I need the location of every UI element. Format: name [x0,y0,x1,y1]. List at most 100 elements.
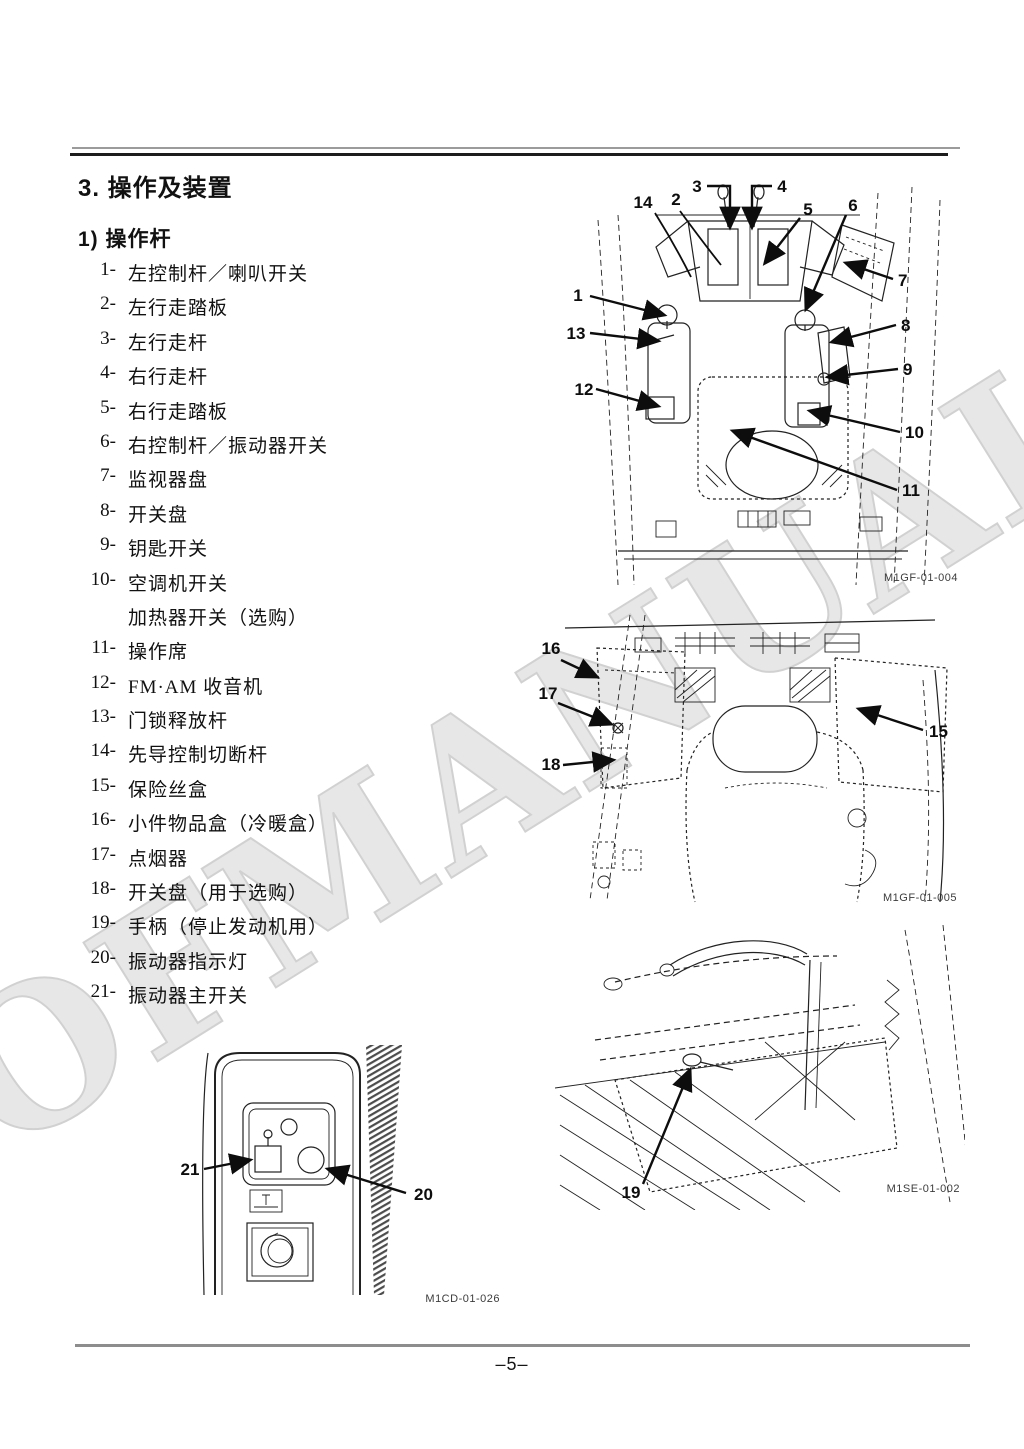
legend-item-number: 1- [100,259,116,280]
legend-item: 1- 左控制杆／喇叭开关 [66,259,486,293]
legend-item-label: 右控制杆／振动器开关 [128,435,329,457]
legend-item-number: 5- [100,396,116,418]
callout-1: 1 [573,286,582,305]
page-number: –5– [495,1354,529,1374]
legend-item-label: 小件物品盒（冷暖盒） [128,814,329,836]
legend-item-number: 15- [90,774,116,796]
callout-6: 6 [848,196,857,215]
legend-item-number: 4- [100,362,116,384]
section-title: 1) 操作杆 [78,228,172,251]
callout-20: 20 [414,1185,433,1204]
legend-item-number: 11- [91,637,116,659]
callout-18: 18 [542,755,561,774]
callout-9: 9 [903,360,912,379]
legend-item: 16- 小件物品盒（冷暖盒） [66,809,486,843]
legend-item: 17- 点烟器 [66,844,486,878]
legend-item-label: 加热器开关（选购） [128,607,309,629]
figure-cab-controls-diagram: 14 2 3 4 5 6 7 1 13 8 9 12 10 11 M1GF-01… [560,165,965,595]
legend-item-label: 左行走踏板 [128,298,229,320]
legend-item: 5- 右行走踏板 [66,397,486,431]
legend-item: 18- 开关盘（用于选购） [66,878,486,912]
legend-item-label: 监视器盘 [128,470,209,492]
figure-console-diagram: 21 20 M1CD-01-026 [170,1045,500,1315]
callout-14: 14 [634,193,653,212]
legend-item-label: 开关盘（用于选购） [128,883,309,905]
legend-item: 20- 振动器指示灯 [66,947,486,981]
page-title: 3. 操作及装置 [78,175,233,202]
legend-item: 2- 左行走踏板 [66,293,486,327]
figure-code: M1GF-01-004 [884,572,958,584]
legend-item: 15- 保险丝盒 [66,775,486,809]
legend-item-label: 空调机开关 [128,573,229,595]
callout-7: 7 [898,271,907,290]
callout-16: 16 [542,639,561,658]
legend-item-label: 门锁释放杆 [128,711,229,733]
legend-item: 7- 监视器盘 [66,465,486,499]
callout-3: 3 [692,177,701,196]
legend-item-number: 9- [100,534,116,556]
callout-21: 21 [181,1160,200,1179]
callout-8: 8 [901,316,910,335]
legend-item: 4- 右行走杆 [66,362,486,396]
legend-item-label: 右行走踏板 [128,401,229,423]
legend-item-number: 14- [90,740,116,762]
legend-item-number: 16- [90,809,116,831]
legend-item-number: 10- [90,568,116,590]
legend-item-label: 左行走杆 [128,332,209,354]
legend-item-label: 振动器主开关 [128,986,249,1008]
legend-item-number: 12- [90,671,116,693]
legend-item: 11- 操作席 [66,637,486,671]
legend-item-number: 19- [90,912,116,934]
callout-10: 10 [905,423,924,442]
legend-item: 21- 振动器主开关 [66,981,486,1015]
legend-item: 14- 先导控制切断杆 [66,740,486,774]
figure-seat-underside-diagram: 19 M1SE-01-002 [554,920,972,1215]
header-rule-gray [72,147,960,149]
legend-item-label: 钥匙开关 [128,539,209,561]
legend-item-number: 20- [90,946,116,968]
legend-item: 13- 门锁释放杆 [66,706,486,740]
figure-code: M1CD-01-026 [425,1293,500,1305]
legend-item-number: 18- [90,878,116,900]
legend-item-label: 点烟器 [128,848,189,870]
legend-item-label: 保险丝盒 [128,779,209,801]
legend-item: 19-手柄（停止发动机用） [66,912,486,946]
legend-item-number: 13- [90,706,116,728]
legend-item: 加热器开关（选购） [66,603,486,637]
legend-item: 8- 开关盘 [66,500,486,534]
legend-item-number: 21- [90,981,116,1003]
legend-item-label: 左控制杆／喇叭开关 [128,264,309,285]
legend-item: 10- 空调机开关 [66,569,486,603]
legend-item-label: 振动器指示灯 [128,951,249,973]
legend-item-number: 17- [90,843,116,865]
legend-item-label: FM·AM 收音机 [128,676,264,698]
figure-code: M1SE-01-002 [887,1183,960,1195]
legend-item: 9- 钥匙开关 [66,534,486,568]
legend-item: 6- 右控制杆／振动器开关 [66,431,486,465]
legend-item: 3- 左行走杆 [66,328,486,362]
legend-item-number: 7- [100,465,116,487]
callout-5: 5 [803,200,812,219]
callout-2: 2 [671,190,680,209]
figure-code: M1GF-01-005 [883,892,957,904]
header-rule-black [70,153,948,156]
legend-item-label: 操作席 [128,642,189,664]
figure-cab-rear-diagram: 16 17 18 15 M1GF-01-005 [535,610,965,910]
callout-11: 11 [902,481,920,500]
legend-item-number: 2- [100,293,116,315]
legend-item-number: 6- [100,430,116,452]
callout-19: 19 [622,1183,641,1202]
legend-item-label: 先导控制切断杆 [128,745,269,767]
callout-12: 12 [575,380,594,399]
callout-13: 13 [567,324,586,343]
callout-4: 4 [777,177,787,196]
legend-item-number: 3- [100,327,116,349]
callout-17: 17 [539,684,558,703]
callout-15: 15 [929,722,948,741]
legend-item-number: 8- [100,499,116,521]
legend-item-label: 右行走杆 [128,367,209,389]
legend-item: 12- FM·AM 收音机 [66,672,486,706]
parts-legend: 1- 左控制杆／喇叭开关 2- 左行走踏板 3- 左行走杆 4- 右行走杆 5- 右行走踏… [66,259,486,1016]
legend-item-label: 开关盘 [128,504,189,526]
